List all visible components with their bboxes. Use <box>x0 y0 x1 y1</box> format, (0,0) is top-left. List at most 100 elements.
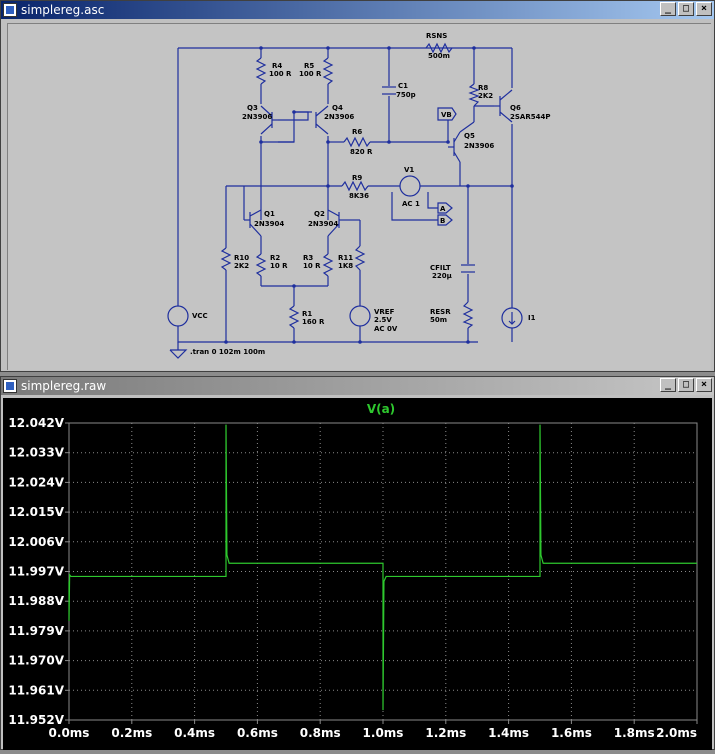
schematic-minimize-button[interactable]: _ <box>660 2 676 16</box>
x-tick-label: 1.2ms <box>425 726 466 740</box>
schematic-app-icon <box>3 3 17 17</box>
y-tick-label: 12.006V <box>8 535 64 549</box>
label-r4: R4 <box>272 62 282 70</box>
x-tick-label: 0.6ms <box>237 726 278 740</box>
y-tick-labels: 12.042V12.033V12.024V12.015V12.006V11.99… <box>8 416 69 727</box>
plot-close-button[interactable]: × <box>696 378 712 392</box>
plot-minimize-button[interactable]: _ <box>660 378 676 392</box>
label-q4: Q4 <box>332 104 343 112</box>
transistor-q6-symbol <box>494 89 513 123</box>
y-tick-label: 11.988V <box>8 594 64 608</box>
label-r11: R11 <box>338 254 353 262</box>
x-tick-label: 1.6ms <box>551 726 592 740</box>
value-q1: 2N3904 <box>254 220 284 228</box>
value-q6: 2SAR544P <box>510 113 550 121</box>
label-r10: R10 <box>234 254 249 262</box>
value-q2: 2N3904 <box>308 220 338 228</box>
value-r5: 100 R <box>299 70 322 78</box>
transistor-q2-symbol <box>327 209 345 237</box>
value-vref-ac: AC 0V <box>374 325 398 333</box>
label-vcc: VCC <box>192 312 208 320</box>
x-tick-label: 1.0ms <box>363 726 404 740</box>
schematic-labels: R4 100 R R5 100 R RSNS 500m C1 750p R8 2… <box>190 32 550 356</box>
resistor-r8-symbol <box>468 83 480 107</box>
label-q1: Q1 <box>264 210 275 218</box>
spice-directive: .tran 0 102m 100m <box>190 348 265 356</box>
value-q4: 2N3906 <box>324 113 354 121</box>
resistor-resr-symbol <box>462 301 474 329</box>
current-source-i1-symbol <box>501 307 523 329</box>
value-q3: 2N3906 <box>242 113 272 121</box>
value-vref: 2.5V <box>374 316 392 324</box>
ground-symbol <box>169 349 188 359</box>
net-label-a-flag <box>437 202 453 214</box>
resistor-r2-symbol <box>255 253 267 277</box>
value-r1: 160 R <box>302 318 325 326</box>
schematic-wires <box>177 47 513 350</box>
label-v1: V1 <box>404 166 414 174</box>
schematic-titlebar[interactable]: simplereg.asc _ □ × <box>1 1 714 19</box>
resistor-r4-symbol <box>255 57 267 85</box>
plot-app-icon <box>3 379 17 393</box>
label-resr: RESR <box>430 308 451 316</box>
value-resr: 50m <box>430 316 447 324</box>
label-c1: C1 <box>398 82 408 90</box>
label-rsns: RSNS <box>426 32 447 40</box>
y-tick-label: 11.979V <box>8 624 64 638</box>
value-r10: 2K2 <box>234 262 249 270</box>
schematic-junctions <box>224 46 514 344</box>
schematic-window: simplereg.asc _ □ × <box>0 0 715 372</box>
waveform-chart: V(a) 12.042V12.033V12.024V12.015V12.006V… <box>8 402 698 740</box>
voltage-source-v1-symbol <box>399 175 421 197</box>
label-q6: Q6 <box>510 104 521 112</box>
trace-line-v-a <box>68 424 697 711</box>
transistor-q1-symbol <box>244 209 262 237</box>
x-tick-label: 0.4ms <box>174 726 215 740</box>
schematic-window-title: simplereg.asc <box>21 3 105 17</box>
y-tick-label: 12.015V <box>8 505 64 519</box>
plot-window-title: simplereg.raw <box>21 379 107 393</box>
schematic-close-button[interactable]: × <box>696 2 712 16</box>
y-tick-label: 12.024V <box>8 475 64 489</box>
transistor-q4-symbol <box>315 105 329 135</box>
y-tick-label: 11.970V <box>8 654 64 668</box>
net-label-vb-flag <box>437 107 457 121</box>
value-r8: 2K2 <box>478 92 493 100</box>
label-r9: R9 <box>352 174 362 182</box>
label-i1: I1 <box>528 314 536 322</box>
value-c1: 750p <box>396 91 416 99</box>
schematic-maximize-button[interactable]: □ <box>678 2 694 16</box>
transistor-q3-symbol <box>260 105 278 135</box>
label-q5: Q5 <box>464 132 475 140</box>
net-label-vb: VB <box>441 111 452 119</box>
x-tick-label: 1.4ms <box>488 726 529 740</box>
plot-titlebar[interactable]: simplereg.raw _ □ × <box>1 377 714 395</box>
label-q2: Q2 <box>314 210 325 218</box>
label-r8: R8 <box>478 84 488 92</box>
x-tick-label: 0.8ms <box>300 726 341 740</box>
plot-maximize-button[interactable]: □ <box>678 378 694 392</box>
y-tick-label: 11.961V <box>8 683 64 697</box>
resistor-r1-symbol <box>288 305 300 329</box>
x-tick-label: 2.0ms <box>656 726 697 740</box>
resistor-r5-symbol <box>322 57 334 85</box>
schematic-canvas[interactable]: R4 100 R R5 100 R RSNS 500m C1 750p R8 2… <box>7 23 711 370</box>
value-r2: 10 R <box>270 262 288 270</box>
resistor-r10-symbol <box>220 247 232 271</box>
value-rsns: 500m <box>428 52 450 60</box>
label-r3: R3 <box>303 254 313 262</box>
label-r2: R2 <box>270 254 280 262</box>
value-r3: 10 R <box>303 262 321 270</box>
x-tick-label: 0.2ms <box>111 726 152 740</box>
x-tick-label: 0.0ms <box>49 726 90 740</box>
value-r4: 100 R <box>269 70 292 78</box>
x-tick-label: 1.8ms <box>614 726 655 740</box>
y-tick-label: 12.042V <box>8 416 64 430</box>
value-r11: 1K8 <box>338 262 353 270</box>
schematic-components <box>167 42 523 359</box>
net-label-a: A <box>440 205 446 213</box>
resistor-rsns-symbol <box>425 42 453 54</box>
trace-title[interactable]: V(a) <box>367 402 395 416</box>
